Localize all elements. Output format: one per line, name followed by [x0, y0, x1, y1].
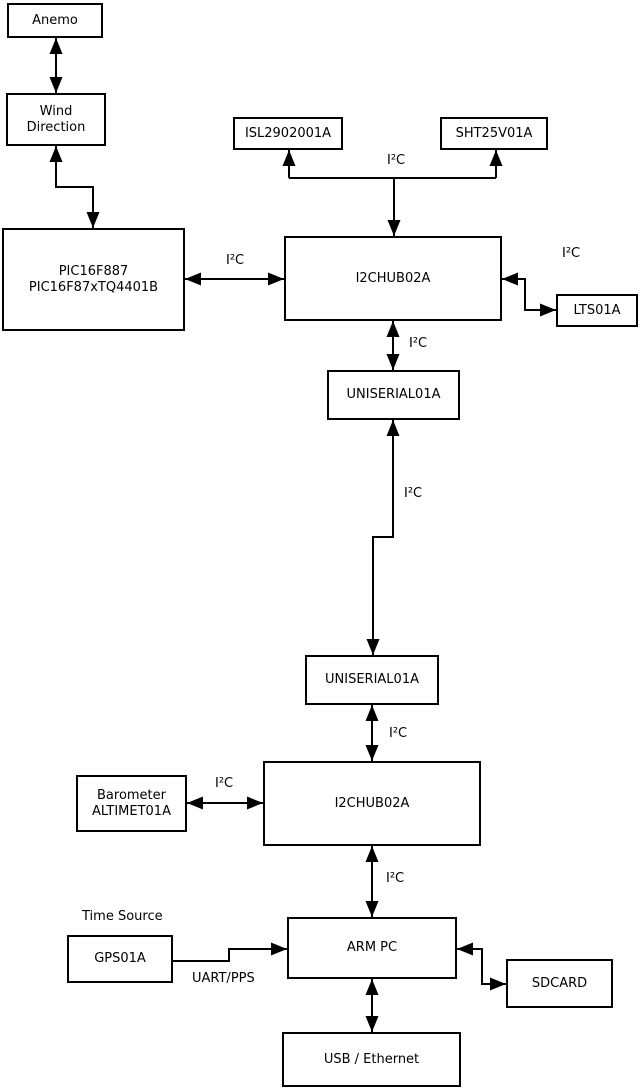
node-usb-ethernet: USB / Ethernet: [282, 1032, 461, 1087]
node-gps01a: GPS01A: [67, 935, 173, 983]
edge-hub-upper-lts: [502, 272, 556, 317]
edge-uniserial-upper-uniserial-lower: [366, 420, 400, 655]
edge-label-uart-pps: UART/PPS: [192, 971, 255, 986]
node-barometer: Barometer ALTIMET01A: [76, 775, 187, 832]
node-sht25v01a: SHT25V01A: [440, 117, 548, 150]
node-wind-direction: Wind Direction: [6, 93, 106, 146]
edge-label-i2c-hub-lts: I²C: [562, 246, 581, 261]
edge-armpc-sdcard: [457, 942, 506, 991]
edge-label-i2c-barometer: I²C: [215, 776, 234, 791]
edge-label-i2c-hub-uniserial: I²C: [409, 336, 428, 351]
node-lts01a: LTS01A: [556, 294, 638, 327]
edge-label-i2c-uniserial-hub-lower: I²C: [389, 726, 408, 741]
edge-label-i2c-pic-hub: I²C: [226, 253, 245, 268]
node-i2c-hub-lower: I2CHUB02A: [263, 761, 481, 846]
node-uniserial-upper: UNISERIAL01A: [327, 370, 460, 420]
node-anemo: Anemo: [7, 3, 103, 38]
edge-label-i2c-sensor-bus: I²C: [387, 153, 406, 168]
node-arm-pc: ARM PC: [287, 917, 457, 979]
node-isl2902001a: ISL2902001A: [233, 117, 343, 150]
node-sdcard: SDCARD: [506, 959, 613, 1008]
edge-gps-armpc: [173, 942, 287, 962]
node-i2c-hub-upper: I2CHUB02A: [284, 236, 502, 321]
edge-label-i2c-hub-armpc: I²C: [386, 871, 405, 886]
edge-label-time-source: Time Source: [82, 909, 163, 924]
edge-label-i2c-uniserial-link: I²C: [404, 486, 423, 501]
edge-wind-pic: [49, 146, 100, 228]
node-pic-microcontroller: PIC16F887 PIC16F87xTQ4401B: [2, 228, 185, 331]
node-uniserial-lower: UNISERIAL01A: [305, 655, 439, 705]
